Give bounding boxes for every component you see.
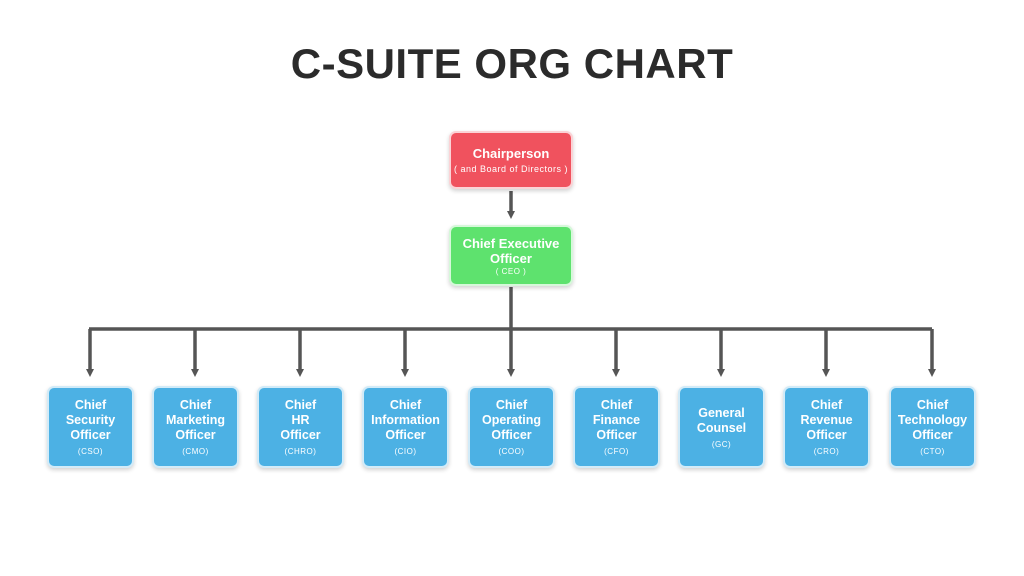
chairperson-box[interactable]: Chairperson ( and Board of Directors ) xyxy=(449,131,573,189)
executive-box[interactable]: Chief Operating Officer (COO) xyxy=(468,386,555,468)
executive-title: Chief Security Officer xyxy=(65,398,116,442)
executive-box[interactable]: General Counsel (GC) xyxy=(678,386,765,468)
executive-abbr: (CSO) xyxy=(77,447,104,456)
executive-title: Chief HR Officer xyxy=(280,398,321,442)
chairperson-subtitle: ( and Board of Directors ) xyxy=(453,164,569,174)
executive-abbr: (GC) xyxy=(711,439,732,449)
page-title: C-SUITE ORG CHART xyxy=(290,40,734,87)
executive-title: Chief Technology Officer xyxy=(897,398,968,442)
executive-title: Chief Revenue Officer xyxy=(800,398,853,442)
executive-title: Chief Information Officer xyxy=(371,398,440,442)
ceo-title: Chief Executive Officer xyxy=(462,235,560,266)
executive-abbr: (CHRO) xyxy=(284,447,317,456)
executive-abbr: (CMO) xyxy=(182,447,209,456)
executive-box[interactable]: Chief HR Officer (CHRO) xyxy=(257,386,344,468)
executive-box[interactable]: Chief Marketing Officer (CMO) xyxy=(152,386,239,468)
chairperson-title: Chairperson xyxy=(472,146,550,161)
executive-box[interactable]: Chief Revenue Officer (CRO) xyxy=(783,386,870,468)
ceo-subtitle: ( CEO ) xyxy=(495,266,527,276)
executive-title: General Counsel xyxy=(696,405,747,435)
executive-abbr: (CIO) xyxy=(394,447,417,456)
executive-title: Chief Finance Officer xyxy=(592,398,641,442)
executive-box[interactable]: Chief Security Officer (CSO) xyxy=(47,386,134,468)
executive-abbr: (COO) xyxy=(498,447,525,456)
ceo-box[interactable]: Chief Executive Officer ( CEO ) xyxy=(449,225,573,286)
executive-title: Chief Marketing Officer xyxy=(165,398,226,442)
executive-box[interactable]: Chief Finance Officer (CFO) xyxy=(573,386,660,468)
executive-abbr: (CFO) xyxy=(604,447,629,456)
executive-abbr: (CTO) xyxy=(920,447,945,456)
executive-title: Chief Operating Officer xyxy=(481,398,542,442)
executive-box[interactable]: Chief Technology Officer (CTO) xyxy=(889,386,976,468)
executive-abbr: (CRO) xyxy=(813,447,840,456)
executive-box[interactable]: Chief Information Officer (CIO) xyxy=(362,386,449,468)
